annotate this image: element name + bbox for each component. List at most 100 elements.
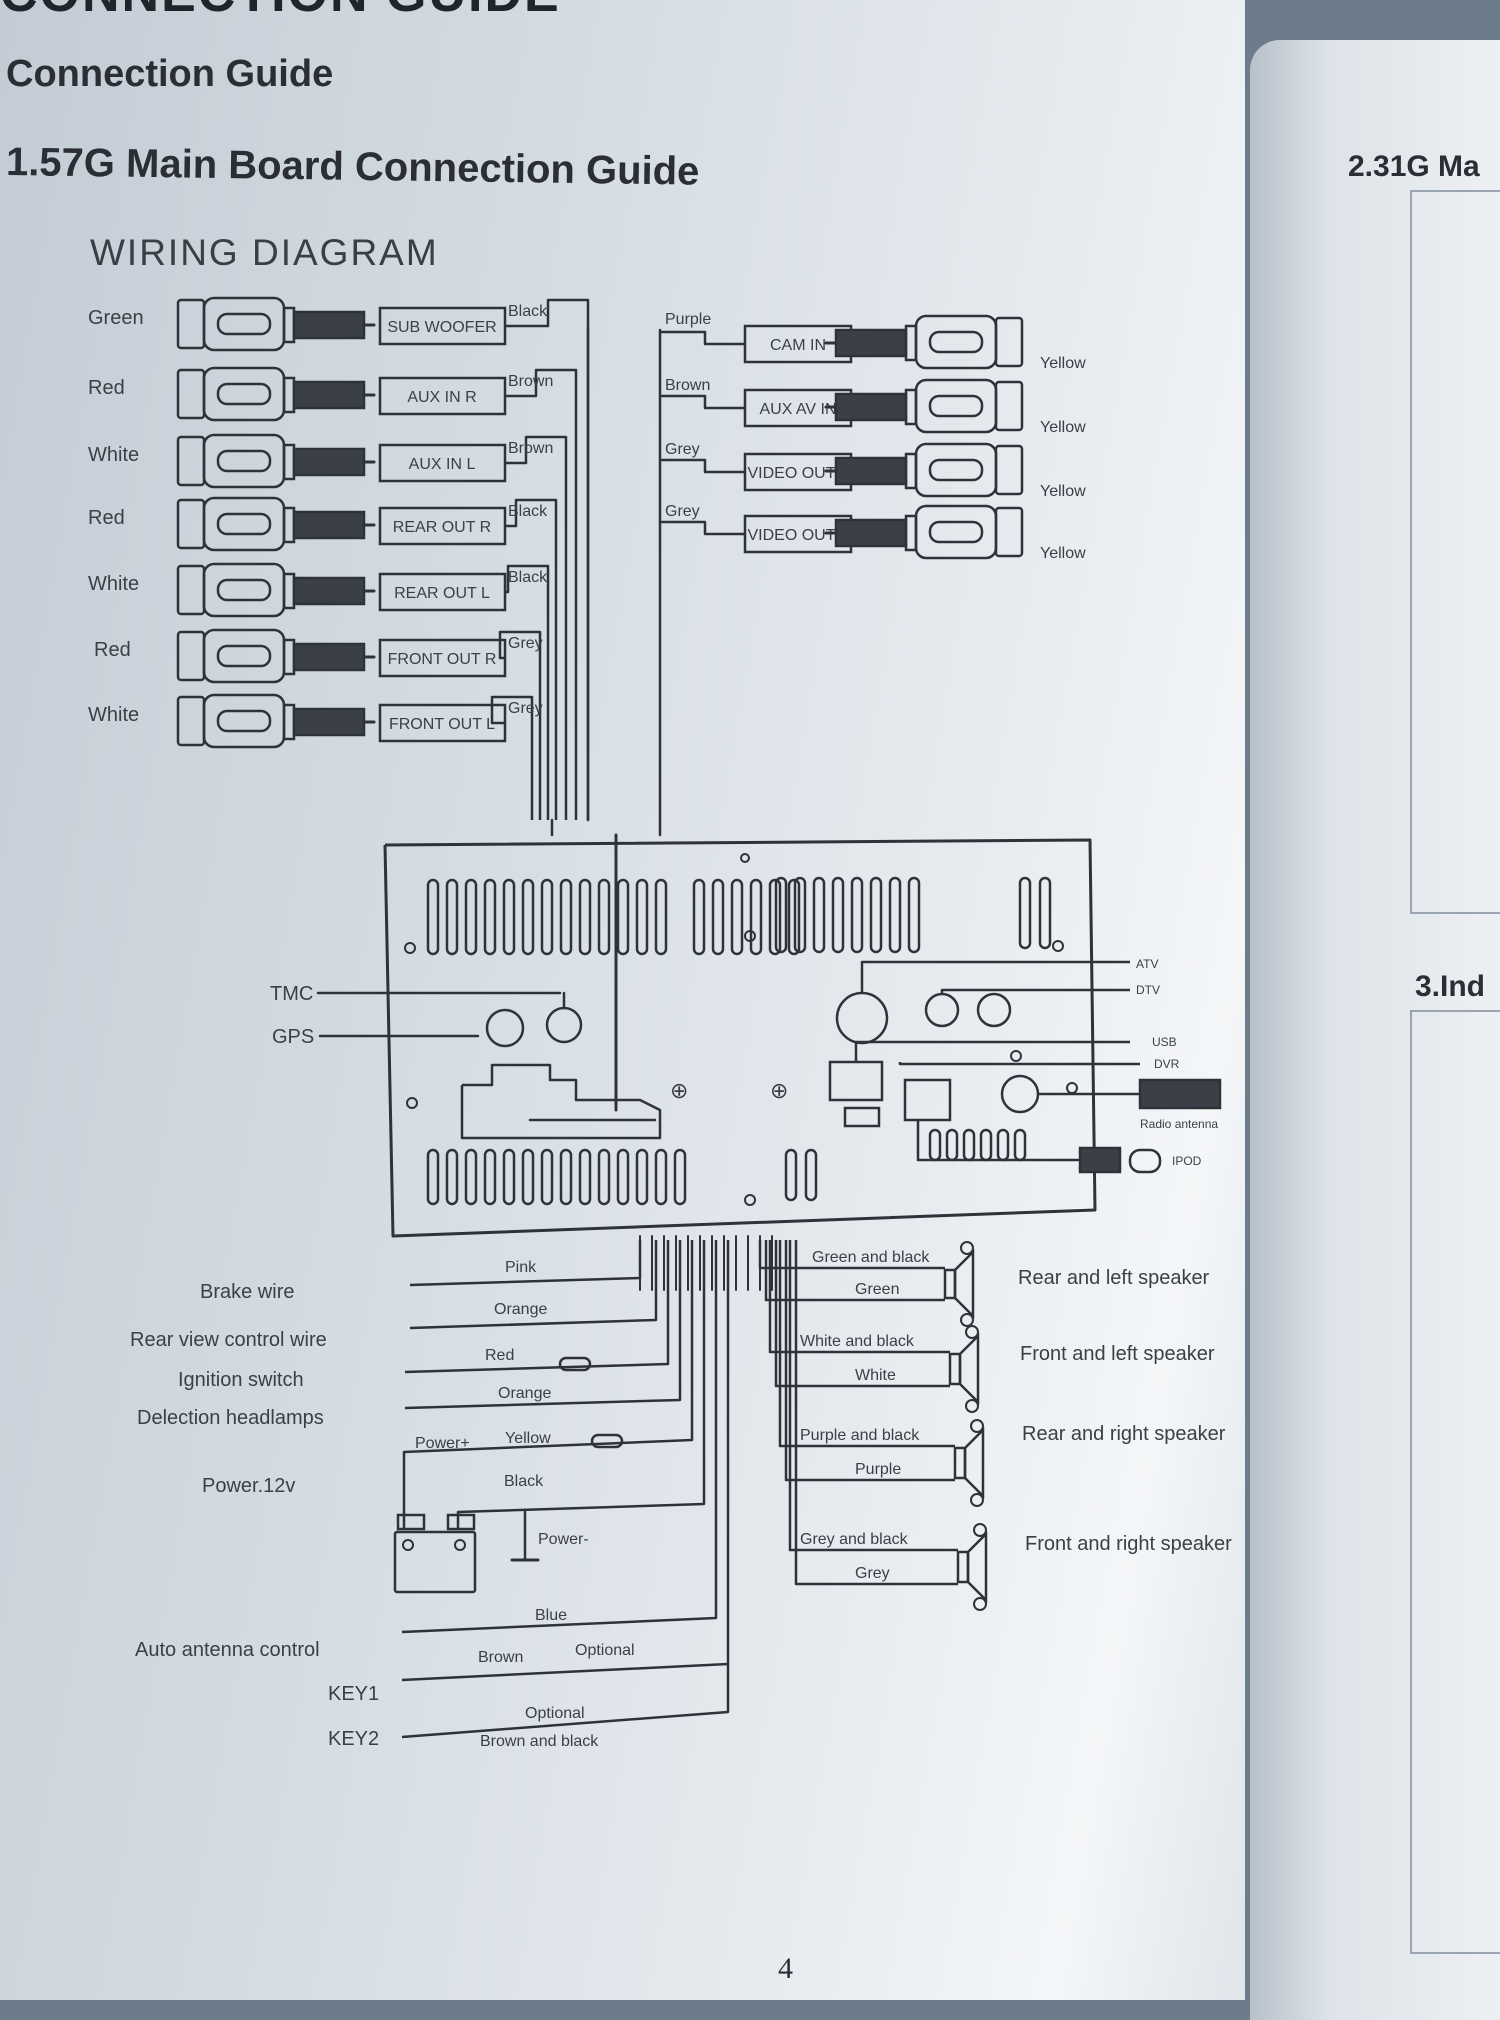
rearview-wire bbox=[409, 1240, 658, 1330]
harness-label: Brake wire bbox=[200, 1281, 294, 1303]
rca-left-plug-color: White bbox=[88, 573, 139, 595]
slot bbox=[711, 878, 725, 956]
rca-left-label: FRONT OUT R bbox=[388, 651, 497, 668]
speaker-icon bbox=[966, 1530, 988, 1604]
atv-label: ATV bbox=[1136, 957, 1158, 971]
battery-post bbox=[454, 1539, 466, 1551]
rca-plug-pin bbox=[928, 394, 984, 418]
screw-icon: ⊕ bbox=[770, 1078, 788, 1103]
rca-right-plug-color: Yellow bbox=[1040, 483, 1086, 500]
power-minus-wire bbox=[456, 1240, 706, 1528]
slot bbox=[597, 878, 611, 956]
rca-plug-cap bbox=[176, 498, 206, 550]
slot bbox=[559, 1148, 573, 1206]
rca-right-label: VIDEO OUT 1 bbox=[747, 465, 848, 482]
ipod-slot bbox=[979, 1128, 993, 1162]
rca-right-wire-color: Brown bbox=[665, 377, 710, 394]
rca-left-wire bbox=[505, 564, 550, 820]
rca-plug-cap bbox=[176, 695, 206, 747]
rca-left-plug-color: Green bbox=[88, 307, 144, 329]
rca-plug-collar bbox=[282, 572, 296, 610]
slot bbox=[521, 1148, 535, 1206]
harness-label: KEY1 bbox=[328, 1683, 379, 1705]
slot bbox=[888, 876, 902, 954]
rca-plug-collar bbox=[904, 388, 918, 426]
headlamp-wire-color: Orange bbox=[498, 1385, 551, 1402]
speaker-wire-b bbox=[774, 1240, 950, 1388]
power-plus-wire-color: Yellow bbox=[505, 1430, 551, 1447]
speaker-label: Rear and right speaker bbox=[1022, 1423, 1226, 1445]
rca-plug-spring bbox=[834, 456, 908, 486]
dvr-wire bbox=[898, 1062, 1140, 1066]
speaker-wire-a-color: Grey and black bbox=[800, 1531, 909, 1548]
rca-plug-pin bbox=[928, 330, 984, 354]
slot bbox=[635, 878, 649, 956]
rca-plug-spring bbox=[834, 518, 908, 548]
speaker-terminal bbox=[965, 1325, 979, 1339]
key2-note: Optional bbox=[525, 1705, 585, 1722]
speaker-terminal bbox=[960, 1313, 974, 1327]
speaker-icon bbox=[958, 1332, 980, 1406]
ignition-wire-color: Red bbox=[485, 1347, 514, 1364]
rca-right-plug-color: Yellow bbox=[1040, 545, 1086, 562]
board-hole bbox=[404, 942, 416, 954]
rca-right-wire bbox=[660, 458, 745, 474]
rca-plug-collar bbox=[282, 306, 296, 344]
rca-left-wire-color: Black bbox=[508, 569, 548, 586]
rca-plug-cap bbox=[994, 506, 1024, 558]
rca-plug-spring bbox=[834, 392, 908, 422]
speaker-terminal bbox=[973, 1597, 987, 1611]
slot bbox=[749, 878, 763, 956]
key2-wire-color: Brown and black bbox=[480, 1733, 599, 1750]
slot bbox=[445, 1148, 459, 1206]
rca-plug-icon bbox=[176, 296, 376, 352]
speaker-terminal bbox=[965, 1399, 979, 1413]
rca-left-wire-color: Black bbox=[508, 503, 548, 520]
rca-right-label: CAM IN bbox=[770, 337, 826, 354]
rca-left-wire bbox=[505, 435, 568, 820]
rca-right-plug-color: Yellow bbox=[1040, 419, 1086, 436]
rca-right-label: VIDEO OUT 2 bbox=[747, 527, 848, 544]
ipod-label: IPOD bbox=[1172, 1154, 1202, 1168]
page-title: Connection Guide bbox=[6, 53, 334, 95]
harness-label: Delection headlamps bbox=[137, 1407, 324, 1429]
slot bbox=[784, 1148, 798, 1202]
rca-right-label: AUX AV IN bbox=[759, 401, 836, 418]
slot bbox=[654, 1148, 668, 1206]
rca-plug-pin bbox=[216, 644, 272, 668]
slot bbox=[616, 1148, 630, 1206]
battery-icon bbox=[393, 1530, 477, 1594]
speaker-icon bbox=[953, 1248, 975, 1320]
power-connector bbox=[460, 1063, 662, 1140]
key1-wire-color: Brown bbox=[478, 1649, 523, 1666]
speaker-magnet bbox=[943, 1268, 957, 1300]
ipod-slot bbox=[945, 1128, 959, 1162]
rca-plug-spring bbox=[292, 380, 366, 410]
rca-plug-body bbox=[914, 504, 998, 560]
speaker-label: Front and right speaker bbox=[1025, 1533, 1232, 1555]
rca-plug-pin bbox=[216, 578, 272, 602]
slot bbox=[787, 878, 801, 956]
rearview-wire-color: Orange bbox=[494, 1301, 547, 1318]
speaker-wire-a bbox=[768, 1240, 950, 1354]
speaker-wire-a-color: Green and black bbox=[812, 1249, 930, 1266]
slot bbox=[907, 876, 921, 954]
rca-right-wire bbox=[660, 520, 745, 536]
slot bbox=[774, 876, 788, 954]
speaker-wire-a-color: Purple and black bbox=[800, 1427, 920, 1444]
dtv-wire bbox=[940, 988, 1130, 994]
rca-left-label: SUB WOOFER bbox=[387, 319, 496, 336]
rca-plug-cap bbox=[176, 298, 206, 350]
slot bbox=[540, 1148, 554, 1206]
rca-plug-icon bbox=[824, 314, 1024, 370]
slot bbox=[464, 878, 478, 956]
right-page-figure-box-1 bbox=[1410, 190, 1500, 914]
fuse-icon bbox=[590, 1433, 624, 1449]
rca-left-plug-color: Red bbox=[88, 507, 125, 529]
antenna-control-wire-color: Blue bbox=[535, 1607, 567, 1624]
rca-right-wire-color: Grey bbox=[665, 503, 700, 520]
rca-plug-collar bbox=[904, 452, 918, 490]
rca-plug-body bbox=[202, 628, 286, 684]
antenna-jack bbox=[1000, 1074, 1040, 1114]
